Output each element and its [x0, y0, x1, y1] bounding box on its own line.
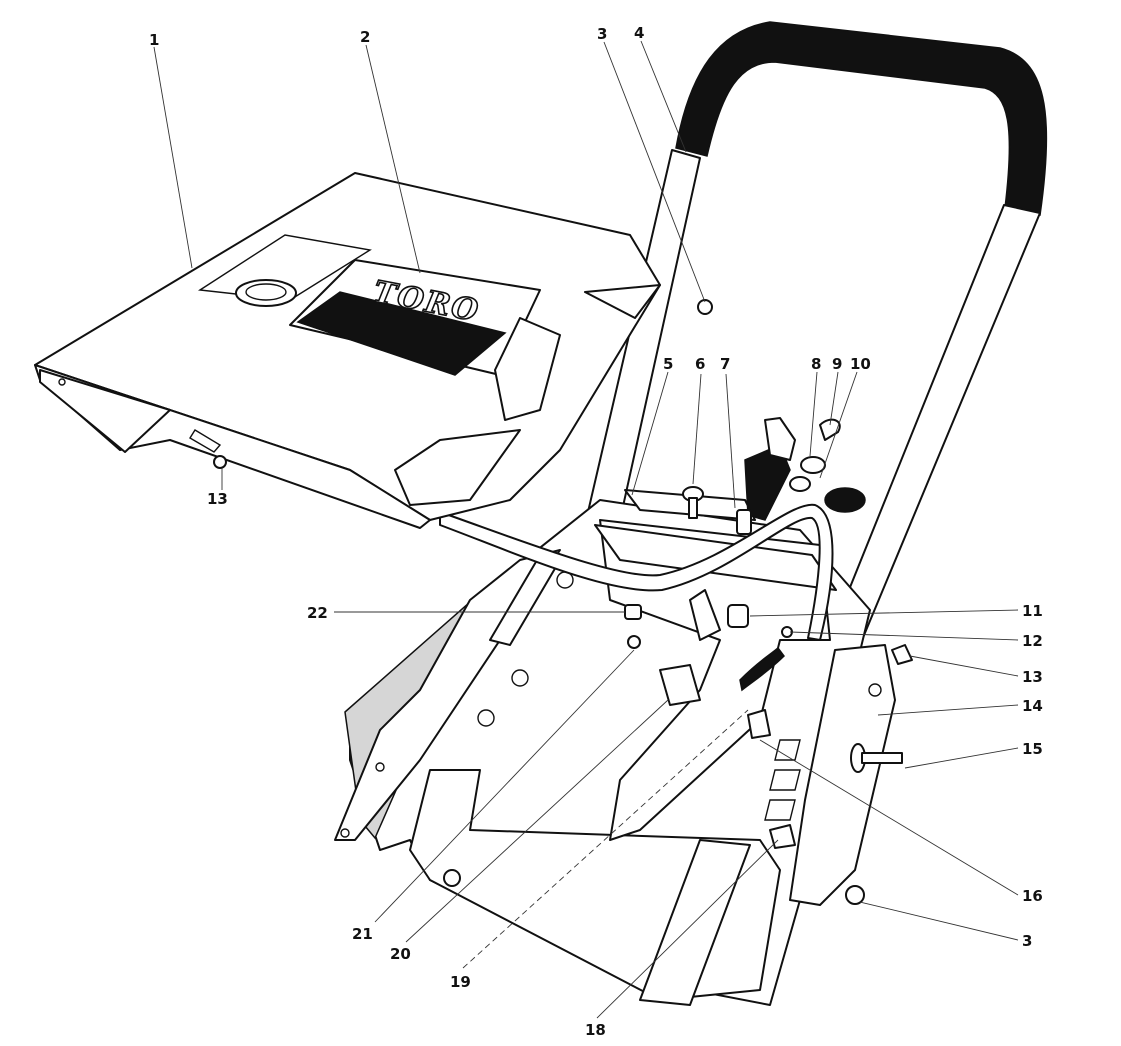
fitting-22: [624, 604, 642, 620]
callout-22: 22: [307, 604, 328, 622]
handle-grip: [675, 21, 1048, 216]
console-parts: [213, 299, 913, 905]
callout-13-right: 13: [1022, 668, 1043, 686]
hood-top: [34, 172, 661, 521]
decal-dark-panel: [296, 291, 507, 376]
nut-13-right: [891, 644, 913, 665]
callout-11: 11: [1022, 602, 1043, 620]
handle-right-tube: [831, 204, 1041, 641]
key-holder: [764, 417, 796, 461]
callout-7: 7: [720, 355, 730, 373]
handle-assembly: [587, 21, 1048, 641]
callout-10: 10: [850, 355, 871, 373]
nut-13-left: [213, 455, 227, 469]
callout-4: 4: [634, 24, 644, 42]
callout-5: 5: [663, 355, 673, 373]
leader-lines: [153, 40, 1019, 1019]
callout-8: 8: [811, 355, 821, 373]
primer-11: [727, 604, 749, 628]
right-leg: [639, 839, 751, 1006]
callout-9: 9: [832, 355, 842, 373]
callout-13-left: 13: [207, 490, 228, 508]
callout-3-bottom: 3: [1022, 932, 1032, 950]
callout-2: 2: [360, 28, 370, 46]
callout-20: 20: [390, 945, 411, 963]
key-9: [819, 418, 841, 441]
bolt-15-shank: [861, 752, 903, 764]
callout-21: 21: [352, 925, 373, 943]
control-rod: [439, 503, 834, 641]
callout-19: 19: [450, 973, 471, 991]
hood-tab: [584, 284, 661, 319]
callout-16: 16: [1022, 887, 1043, 905]
bolt-21: [627, 635, 641, 649]
washer-10: [789, 476, 811, 492]
screw-3-top: [697, 299, 713, 315]
callout-18: 18: [585, 1021, 606, 1039]
callouts: 1 2 3 4 5 6 7 8 9 10 13 11 12 13 14 15 1…: [149, 24, 1043, 1039]
primer-hose: [739, 646, 785, 692]
switch-7: [736, 509, 752, 535]
side-plate: [789, 644, 896, 906]
washer-8: [800, 456, 826, 474]
choke-knob: [824, 487, 866, 513]
clamp-16: [747, 709, 771, 739]
hood-left-flap: [39, 369, 171, 453]
callout-3-top: 3: [597, 25, 607, 43]
callout-6: 6: [695, 355, 705, 373]
callout-15: 15: [1022, 740, 1043, 758]
screw-3-bottom: [845, 885, 865, 905]
hood-cover: TORO: [34, 172, 661, 529]
bracket-20: [659, 664, 701, 706]
callout-14: 14: [1022, 697, 1043, 715]
callout-12: 12: [1022, 632, 1043, 650]
callout-1: 1: [149, 31, 159, 49]
